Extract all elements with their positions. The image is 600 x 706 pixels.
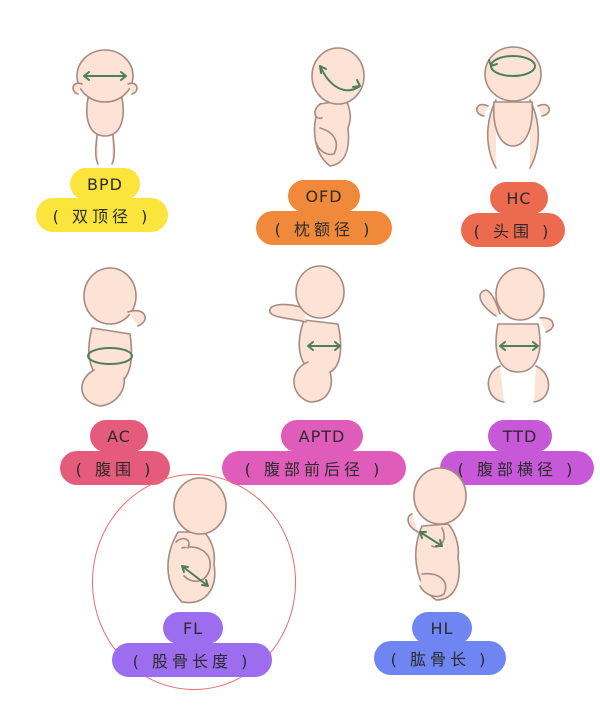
- label-full-name: ( 腹部横径 ): [440, 451, 594, 485]
- label-abbreviation: HC: [490, 182, 548, 214]
- label-full-name: ( 双顶径 ): [36, 198, 168, 232]
- baby-head-circumference-icon: [476, 46, 550, 169]
- label-full-name: ( 头围 ): [461, 213, 565, 247]
- baby-abdomen-depth-icon: [269, 265, 345, 403]
- label-full-name: ( 腹部前后径 ): [222, 451, 406, 485]
- label-abbreviation: AC: [90, 420, 148, 452]
- label-abbreviation: FL: [163, 612, 223, 644]
- baby-head-width-icon: [72, 49, 138, 165]
- label-full-name: ( 枕额径 ): [256, 211, 392, 245]
- baby-abdomen-circumference-icon: [81, 267, 146, 407]
- highlight-circle: [92, 474, 296, 690]
- baby-femur-length-icon: [167, 477, 227, 604]
- label-full-name: ( 股骨长度 ): [112, 643, 272, 677]
- baby-humerus-length-icon: [407, 467, 467, 601]
- label-abbreviation: OFD: [288, 180, 360, 212]
- label-abbreviation: TTD: [488, 420, 552, 452]
- label-abbreviation: HL: [412, 612, 472, 644]
- label-abbreviation: BPD: [70, 168, 140, 200]
- label-abbreviation: APTD: [281, 420, 363, 452]
- baby-head-length-icon: [311, 47, 365, 167]
- label-full-name: ( 腹围 ): [60, 451, 170, 485]
- baby-abdomen-width-icon: [479, 267, 554, 403]
- label-full-name: ( 肱骨长 ): [374, 641, 506, 675]
